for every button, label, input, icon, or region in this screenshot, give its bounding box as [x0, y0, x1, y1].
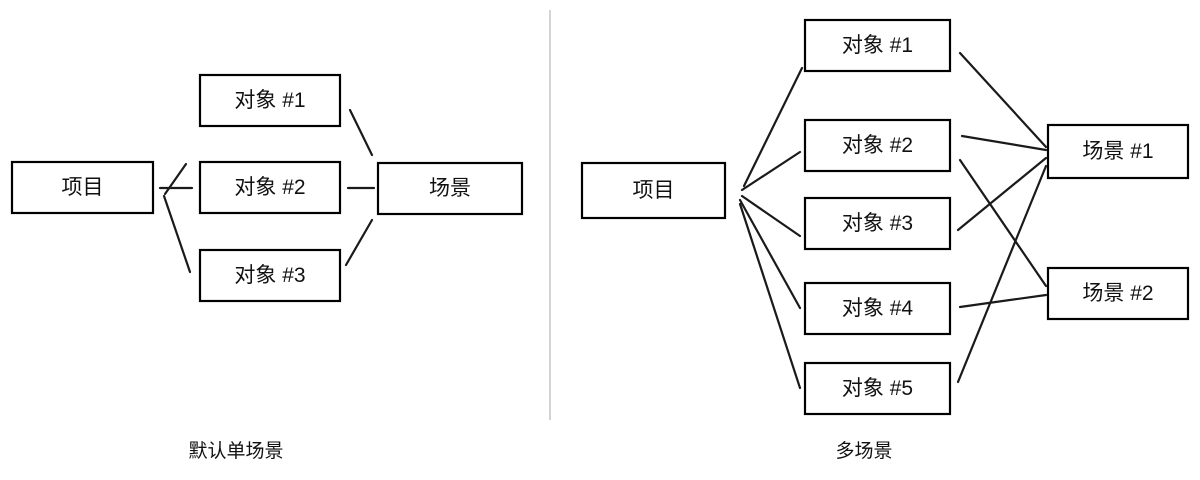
node-label-l-obj-2: 对象 #2 [234, 176, 305, 199]
node-box-r-obj-4[interactable] [803, 281, 952, 336]
edge-r-obj-4-to-r-scene-2 [958, 293, 1048, 309]
node-box-l-obj-3[interactable] [198, 248, 342, 303]
node-label-r-obj-3: 对象 #3 [842, 212, 913, 235]
node-r-scene-2[interactable]: 场景 #2 [1046, 266, 1190, 321]
edge-r-obj-5-to-r-scene-1 [956, 164, 1048, 384]
edge-r-project-to-r-obj-1 [742, 66, 804, 188]
node-label-r-scene-1: 场景 #1 [1082, 140, 1153, 163]
node-label-r-scene-2: 场景 #2 [1082, 282, 1153, 305]
node-label-r-obj-1: 对象 #1 [842, 34, 913, 57]
node-box-l-obj-1[interactable] [198, 73, 342, 128]
node-box-l-obj-2[interactable] [198, 160, 342, 215]
node-box-r-obj-3[interactable] [803, 196, 952, 251]
node-l-project[interactable]: 项目 [10, 160, 155, 215]
node-label-r-project: 项目 [633, 179, 675, 202]
node-box-r-scene-1[interactable] [1046, 123, 1190, 180]
node-box-r-obj-5[interactable] [803, 361, 952, 416]
node-label-r-obj-4: 对象 #4 [842, 297, 914, 320]
captions-layer: 默认单场景 多场景 [188, 440, 892, 462]
node-box-r-project[interactable] [580, 161, 727, 220]
edges-layer [158, 51, 1048, 390]
edge-l-project-to-l-obj-1 [163, 162, 188, 196]
edge-r-obj-2-to-r-scene-2 [958, 158, 1048, 288]
node-l-scene[interactable]: 场景 [376, 161, 524, 216]
node-label-l-scene: 场景 [429, 177, 471, 200]
node-l-obj-3[interactable]: 对象 #3 [198, 248, 342, 303]
node-r-obj-1[interactable]: 对象 #1 [803, 18, 952, 73]
caption-single-scene: 默认单场景 [188, 440, 283, 462]
edge-l-project-to-l-obj-3 [162, 194, 192, 274]
node-r-obj-3[interactable]: 对象 #3 [803, 196, 952, 251]
edge-r-project-to-r-obj-3 [740, 194, 802, 238]
node-label-r-obj-5: 对象 #5 [842, 377, 913, 400]
edge-r-obj-1-to-r-scene-1 [958, 51, 1048, 149]
node-label-l-project: 项目 [62, 176, 104, 199]
edge-r-project-to-r-obj-5 [738, 202, 802, 390]
node-l-obj-1[interactable]: 对象 #1 [198, 73, 342, 128]
node-label-l-obj-3: 对象 #3 [234, 264, 305, 287]
node-box-r-obj-2[interactable] [803, 118, 952, 173]
node-box-r-scene-2[interactable] [1046, 266, 1190, 321]
edge-r-project-to-r-obj-4 [738, 198, 802, 310]
edge-r-obj-2-to-r-scene-1 [960, 134, 1048, 152]
node-r-project[interactable]: 项目 [580, 161, 727, 220]
node-box-l-scene[interactable] [376, 161, 524, 216]
node-r-obj-2[interactable]: 对象 #2 [803, 118, 952, 173]
edge-r-project-to-r-obj-2 [740, 150, 802, 192]
node-r-scene-1[interactable]: 场景 #1 [1046, 123, 1190, 180]
edge-l-obj-3-to-l-scene [344, 218, 374, 267]
caption-multi-scene: 多场景 [835, 440, 892, 462]
node-box-r-obj-1[interactable] [803, 18, 952, 73]
node-label-l-obj-1: 对象 #1 [234, 89, 305, 112]
nodes-layer: 项目 对象 #1 对象 #2 对象 #3 场景 项目 对象 #1 对象 #2 对象 #3 对象 #… [10, 18, 1190, 416]
node-r-obj-4[interactable]: 对象 #4 [803, 281, 952, 336]
node-r-obj-5[interactable]: 对象 #5 [803, 361, 952, 416]
node-box-l-project[interactable] [10, 160, 155, 215]
edge-l-obj-1-to-l-scene [348, 108, 374, 157]
edge-r-obj-3-to-r-scene-1 [956, 156, 1048, 232]
node-l-obj-2[interactable]: 对象 #2 [198, 160, 342, 215]
node-label-r-obj-2: 对象 #2 [842, 134, 913, 157]
